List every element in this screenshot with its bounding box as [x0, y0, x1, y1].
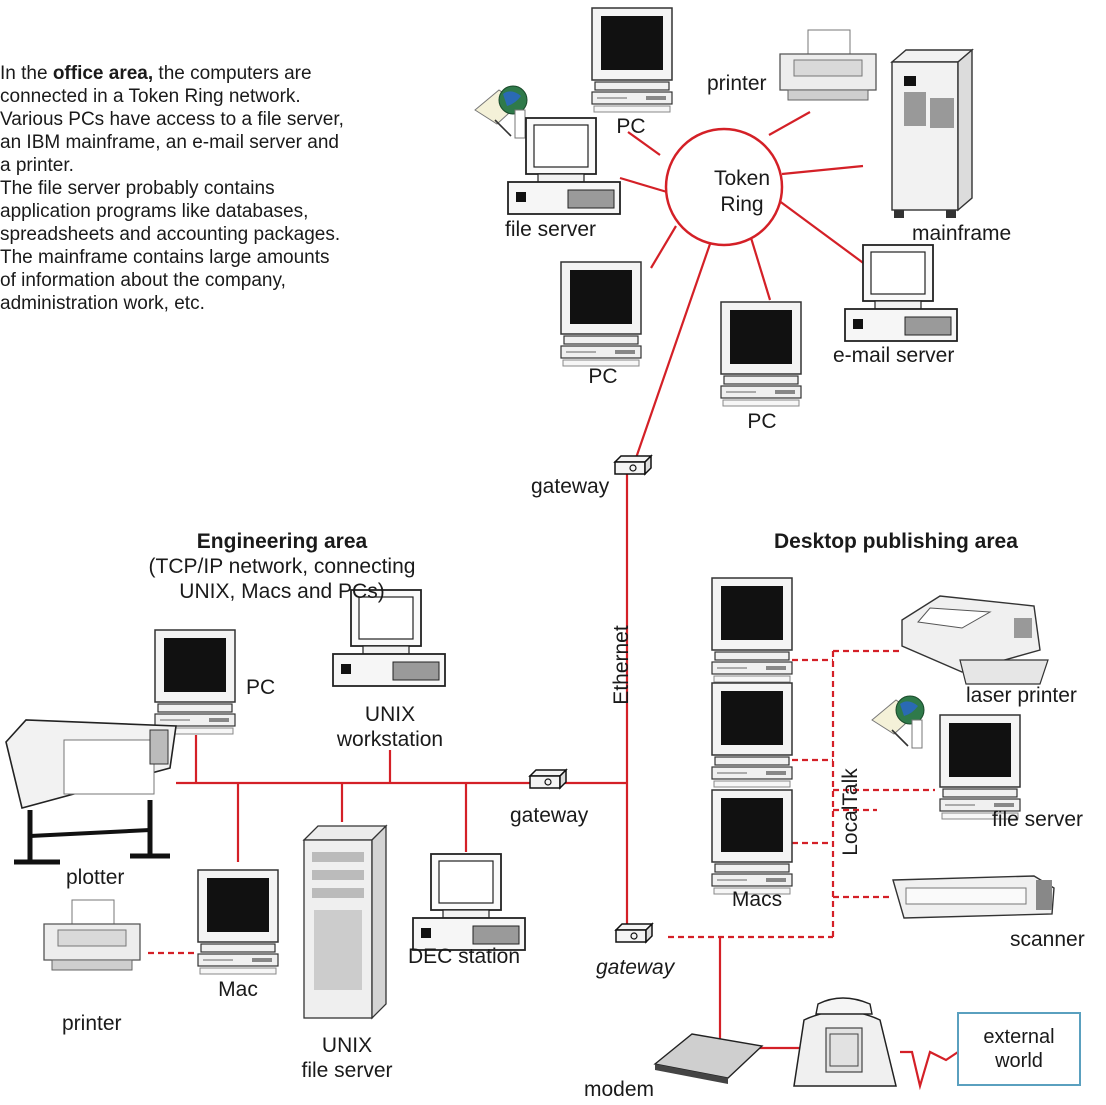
email-server-icon — [844, 244, 958, 342]
localtalk-network — [148, 649, 935, 955]
modem-label: modem — [584, 1078, 655, 1101]
pc-top-icon — [591, 7, 673, 113]
pc-left-label: PC — [588, 365, 618, 388]
intro-line: spreadsheets and accounting packages. — [0, 224, 341, 245]
laser-printer-icon — [901, 595, 1049, 685]
external-world-box: external world — [957, 1012, 1081, 1086]
unix-workstation-label-1: UNIX — [364, 703, 416, 726]
mac-icon — [197, 869, 279, 975]
intro-line: a printer. — [0, 155, 74, 176]
plotter-icon — [5, 719, 177, 865]
dtp-area-title: Desktop publishing area — [774, 530, 1018, 553]
intro-line: application programs like databases, — [0, 201, 309, 222]
mac-label: Mac — [218, 978, 258, 1001]
printer-icon — [779, 29, 877, 101]
engineering-area-title: Engineering area — [196, 530, 368, 553]
intro-line: The mainframe contains large amounts — [0, 247, 330, 268]
intro-line: connected in a Token Ring network. — [0, 86, 301, 107]
plotter-label: plotter — [66, 866, 125, 889]
token-ring-spokes — [619, 111, 867, 459]
scanner-label: scanner — [1010, 928, 1085, 951]
scanner-icon — [892, 875, 1055, 919]
file-server-office-label: file server — [505, 218, 597, 241]
printer-engineering-icon — [43, 899, 141, 971]
token-ring-label-1: Token — [713, 167, 771, 190]
pc-right-label: PC — [747, 410, 777, 433]
intro-line: Various PCs have access to a file server… — [0, 109, 344, 130]
gateway-middle-icon — [529, 769, 567, 789]
unix-workstation-label-2: workstation — [336, 728, 444, 751]
file-server-dtp-label: file server — [992, 808, 1084, 831]
unix-file-server-icon — [302, 824, 388, 1020]
dec-station-label: DEC station — [408, 945, 521, 968]
intro-line: of information about the company, — [0, 270, 286, 291]
pc-engineering-label: PC — [246, 676, 276, 699]
modem-icon — [653, 1033, 764, 1084]
intro-line: an IBM mainframe, an e-mail server and — [0, 132, 339, 153]
pc-top-label: PC — [616, 115, 646, 138]
gateway-top-label: gateway — [531, 475, 610, 498]
unix-file-server-label-2: file server — [301, 1059, 393, 1082]
email-server-label: e-mail server — [833, 344, 955, 367]
dec-station-icon — [412, 853, 526, 951]
engineering-area-subtitle-2: UNIX, Macs and PCs) — [179, 580, 385, 603]
globe-icon-dtp — [871, 695, 925, 749]
unix-file-server-label-1: UNIX — [321, 1034, 373, 1057]
gateway-top-icon — [614, 455, 652, 475]
mac-1-icon — [711, 577, 793, 683]
office-area-bold: office area, — [52, 63, 154, 84]
intro-line-1: In the office area, the computers are — [0, 63, 312, 84]
gateway-middle-label: gateway — [510, 804, 589, 827]
macs-label: Macs — [731, 888, 783, 911]
pc-engineering-icon — [154, 629, 236, 735]
printer-engineering-label: printer — [62, 1012, 122, 1035]
mainframe-icon — [890, 48, 974, 218]
wireless-link-icon — [900, 1050, 959, 1091]
office-area-description: In the office area, the computers are co… — [0, 62, 400, 315]
token-ring-label-2: Ring — [720, 193, 764, 216]
mainframe-label: mainframe — [912, 222, 1012, 245]
printer-office-label: printer — [707, 72, 767, 95]
unix-workstation-icon — [332, 589, 446, 687]
localtalk-label: LocalTalk — [839, 768, 862, 856]
intro-line: The file server probably contains — [0, 178, 275, 199]
mac-3-icon — [711, 789, 793, 895]
gateway-bottom-label: gateway — [596, 956, 675, 979]
external-world-label-2: world — [995, 1050, 1043, 1072]
telephone-icon — [793, 997, 897, 1087]
gateway-bottom-icon — [615, 923, 653, 943]
mac-2-icon — [711, 682, 793, 788]
laser-printer-label: laser printer — [966, 684, 1077, 707]
pc-right-icon — [720, 301, 802, 407]
file-server-dtp-icon — [939, 714, 1021, 820]
pc-left-icon — [560, 261, 642, 367]
ethernet-label: Ethernet — [610, 625, 633, 705]
external-world-label-1: external — [983, 1026, 1055, 1048]
engineering-area-subtitle-1: (TCP/IP network, connecting — [148, 555, 416, 578]
intro-line: administration work, etc. — [0, 293, 205, 314]
globe-icon-office — [474, 85, 528, 139]
token-ring — [664, 127, 784, 247]
